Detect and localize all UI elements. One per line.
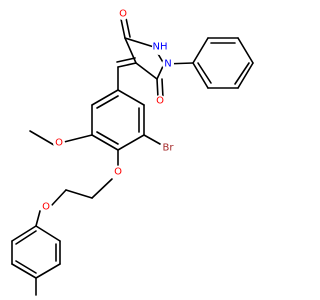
atom-oxygen-carbonyl-top: O (117, 8, 129, 20)
bond (91, 89, 119, 106)
bond (65, 189, 93, 199)
atom-label: Br (163, 143, 175, 154)
atom-label: O (119, 9, 127, 20)
bond (117, 62, 137, 68)
bond (124, 37, 155, 48)
bond (237, 62, 254, 89)
atom-label: O (114, 167, 122, 178)
bond (192, 62, 209, 89)
bond (156, 78, 159, 99)
bond (11, 225, 37, 242)
atom-nh: NH (152, 39, 168, 55)
bond (116, 57, 136, 63)
bond (96, 95, 119, 109)
bond (35, 263, 61, 279)
bond (11, 263, 37, 279)
bond (120, 18, 126, 39)
atom-label: O (42, 202, 50, 213)
bond (237, 37, 254, 64)
atom-oxygen-ether-tolyl: O (40, 201, 52, 213)
bond (91, 134, 119, 151)
atom-label: O (156, 96, 164, 107)
bond (161, 78, 164, 99)
bond (125, 17, 131, 38)
atom-label: NH (153, 42, 168, 53)
bond (197, 62, 212, 84)
atom-oxygen-ether-aryl: O (112, 166, 124, 178)
bond (117, 134, 145, 151)
bond (15, 260, 37, 274)
bond (135, 62, 158, 80)
bond (29, 130, 55, 146)
bond (117, 89, 145, 106)
molecule-structure-canvas: O NH N O O Br O O (11, 8, 254, 296)
bond (15, 230, 37, 245)
bond (192, 37, 209, 64)
atom-oxygen-methoxy: O (53, 137, 65, 149)
atom-label: N (164, 59, 171, 70)
atom-label: O (55, 138, 63, 149)
bond (63, 134, 93, 143)
bond (35, 225, 61, 242)
bond (51, 189, 67, 206)
bond (35, 210, 41, 227)
atom-oxygen-carbonyl-right: O (154, 95, 166, 107)
atom-bromine: Br (160, 140, 176, 156)
bond (234, 62, 250, 85)
molecule-structure-diagram: O NH N O O Br O O (11, 8, 254, 296)
atom-nitrogen: N (162, 58, 174, 70)
bond (96, 131, 119, 145)
bond (143, 134, 161, 145)
bond (91, 178, 113, 199)
